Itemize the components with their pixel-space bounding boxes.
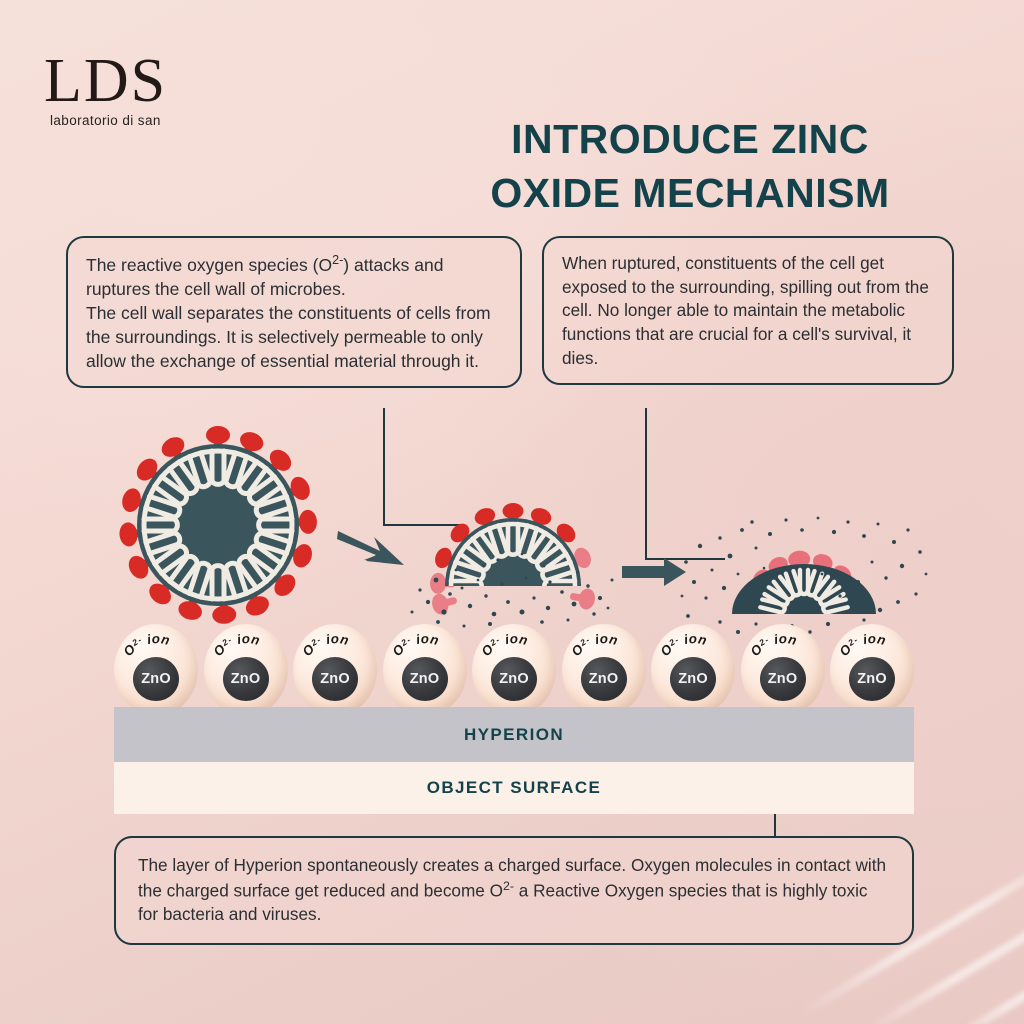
virus-membrane	[141, 448, 295, 602]
ion-label-arc: O2- ion	[120, 631, 171, 659]
page-title: INTRODUCE ZINC OXIDE MECHANISM	[420, 112, 960, 220]
ion-label-arc: O2- ion	[836, 631, 887, 659]
hyperion-label: HYPERION	[464, 725, 564, 744]
progress-arrow-1	[337, 531, 404, 565]
progress-arrow-2	[622, 558, 686, 586]
svg-text:O2- ion: O2- ion	[836, 631, 887, 659]
callout-cell-wall: The reactive oxygen species (O2-) attack…	[66, 236, 522, 388]
ion-label-arc: O2- ion	[299, 631, 350, 659]
ion-label-arc: O2- ion	[747, 631, 798, 659]
virus-disintegrated	[680, 516, 928, 637]
zno-core-label: ZnO	[580, 657, 627, 701]
zno-core-label: ZnO	[849, 657, 895, 701]
connector-left-horizontal	[383, 524, 461, 527]
brand-tagline: laboratorio di san	[50, 112, 161, 128]
svg-text:O2- ion: O2- ion	[478, 631, 529, 659]
callout-cell-death: When ruptured, constituents of the cell …	[542, 236, 954, 385]
brand-mark: LDS	[44, 47, 168, 115]
zno-core-label: ZnO	[670, 657, 716, 701]
svg-text:O2- ion: O2- ion	[747, 631, 798, 659]
decorative-streak	[931, 917, 1024, 1024]
svg-text:O2- ion: O2- ion	[120, 631, 171, 659]
svg-text:O2- ion: O2- ion	[568, 631, 619, 659]
page-title-line-1: INTRODUCE ZINC	[511, 116, 869, 162]
ion-label-arc: O2- ion	[478, 631, 529, 659]
ion-label-arc: O2- ion	[210, 631, 261, 659]
zno-core-label: ZnO	[133, 657, 179, 701]
zno-core-label: ZnO	[491, 657, 537, 701]
svg-text:O2- ion: O2- ion	[657, 631, 708, 659]
svg-text:O2- ion: O2- ion	[210, 631, 261, 659]
page-title-line-2: OXIDE MECHANISM	[490, 170, 890, 217]
ion-label-arc: O2- ion	[568, 631, 619, 659]
connector-left-vertical	[383, 408, 386, 526]
object-surface-layer: OBJECT SURFACE	[114, 762, 914, 814]
svg-text:O2- ion: O2- ion	[299, 631, 350, 659]
hyperion-layer: HYPERION	[114, 707, 914, 762]
connector-right-horizontal	[645, 558, 725, 561]
zno-core-label: ZnO	[759, 657, 806, 701]
ion-label-arc: O2- ion	[389, 631, 440, 659]
zno-core-label: ZnO	[401, 657, 448, 701]
brand-logo: LDS laboratorio di san	[44, 47, 244, 128]
ion-label-arc: O2- ion	[657, 631, 708, 659]
zno-core-label: ZnO	[222, 657, 269, 701]
object-surface-label: OBJECT SURFACE	[426, 778, 602, 797]
virus-body	[137, 444, 299, 606]
zno-core-label: ZnO	[312, 657, 358, 701]
svg-text:O2- ion: O2- ion	[389, 631, 440, 659]
connector-right-vertical	[645, 408, 648, 560]
virus-ruptured	[410, 503, 614, 630]
callout-hyperion-layer: The layer of Hyperion spontaneously crea…	[114, 836, 914, 945]
virus-intact	[119, 426, 317, 624]
